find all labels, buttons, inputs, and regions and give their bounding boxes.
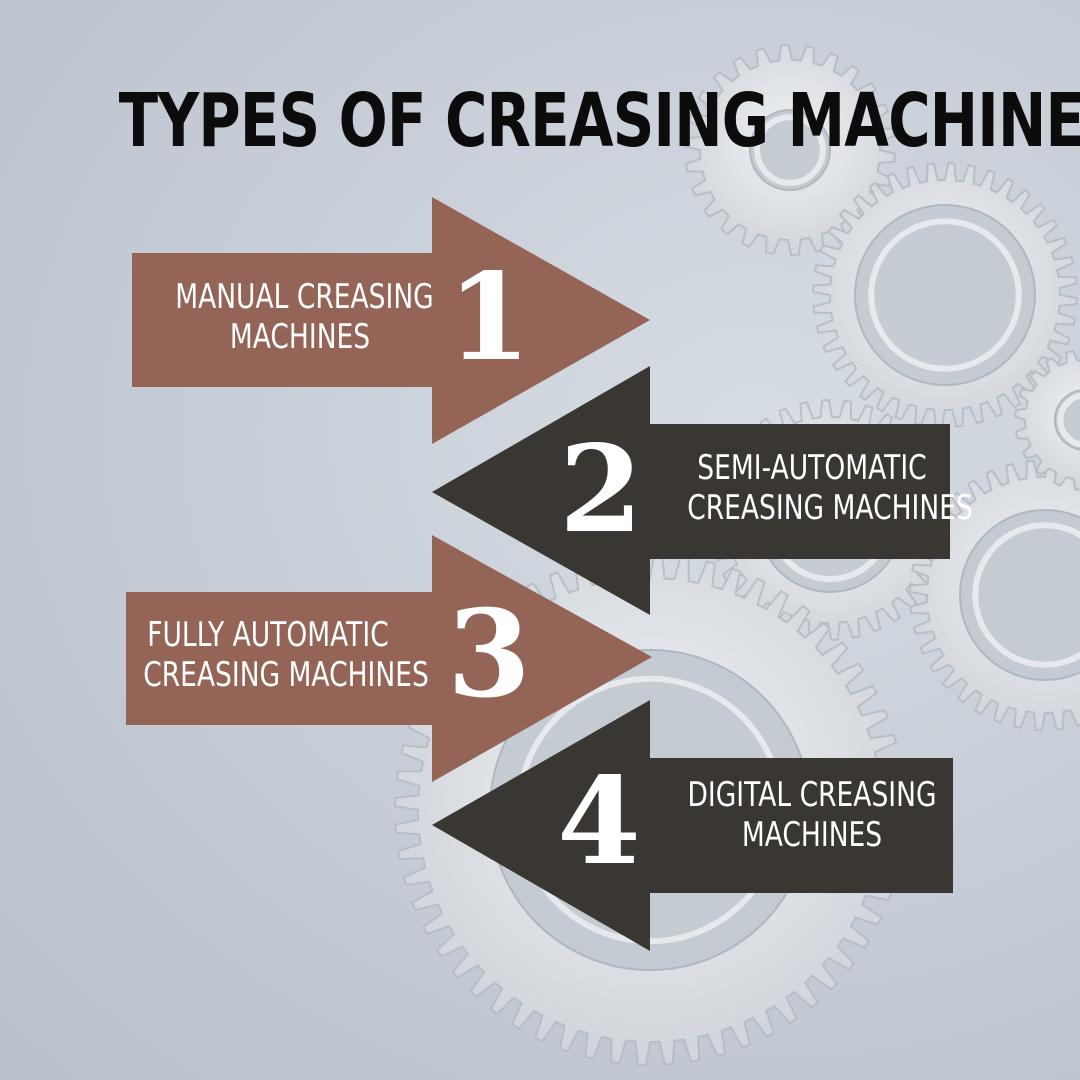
page-title: TYPES OF CREASING MACHINES [118,78,1080,164]
item-1-line1: MANUAL CREASING [175,277,434,317]
item-1-label: MANUAL CREASING MACHINES [140,277,460,357]
item-2-line1: SEMI-AUTOMATIC [697,448,927,488]
item-3-number: 3 [447,584,531,725]
item-2-label: SEMI-AUTOMATIC CREASING MACHINES [652,448,973,528]
item-4-line2: MACHINES [741,815,883,855]
item-1-number: 1 [447,247,531,388]
item-4-number: 4 [557,751,641,892]
arrow-1 [132,197,650,444]
item-1-line2: MACHINES [229,317,371,357]
gear-large-right-icon [811,161,1079,429]
item-3-label: FULLY AUTOMATIC CREASING MACHINES [108,615,429,695]
item-2-number: 2 [559,419,643,560]
arrow-4 [432,700,953,951]
item-3-line1: FULLY AUTOMATIC [147,615,389,655]
arrow-2 [432,366,950,615]
gear-top-small-icon [684,43,896,257]
gear-edge-right-icon [908,458,1080,732]
item-4-line1: DIGITAL CREASING [687,775,937,815]
item-3-line2: CREASING MACHINES [143,655,429,695]
arrow-3 [126,535,652,782]
item-2-line2: CREASING MACHINES [687,488,973,528]
item-4-label: DIGITAL CREASING MACHINES [652,775,972,855]
gear-far-right-icon [1014,349,1080,491]
